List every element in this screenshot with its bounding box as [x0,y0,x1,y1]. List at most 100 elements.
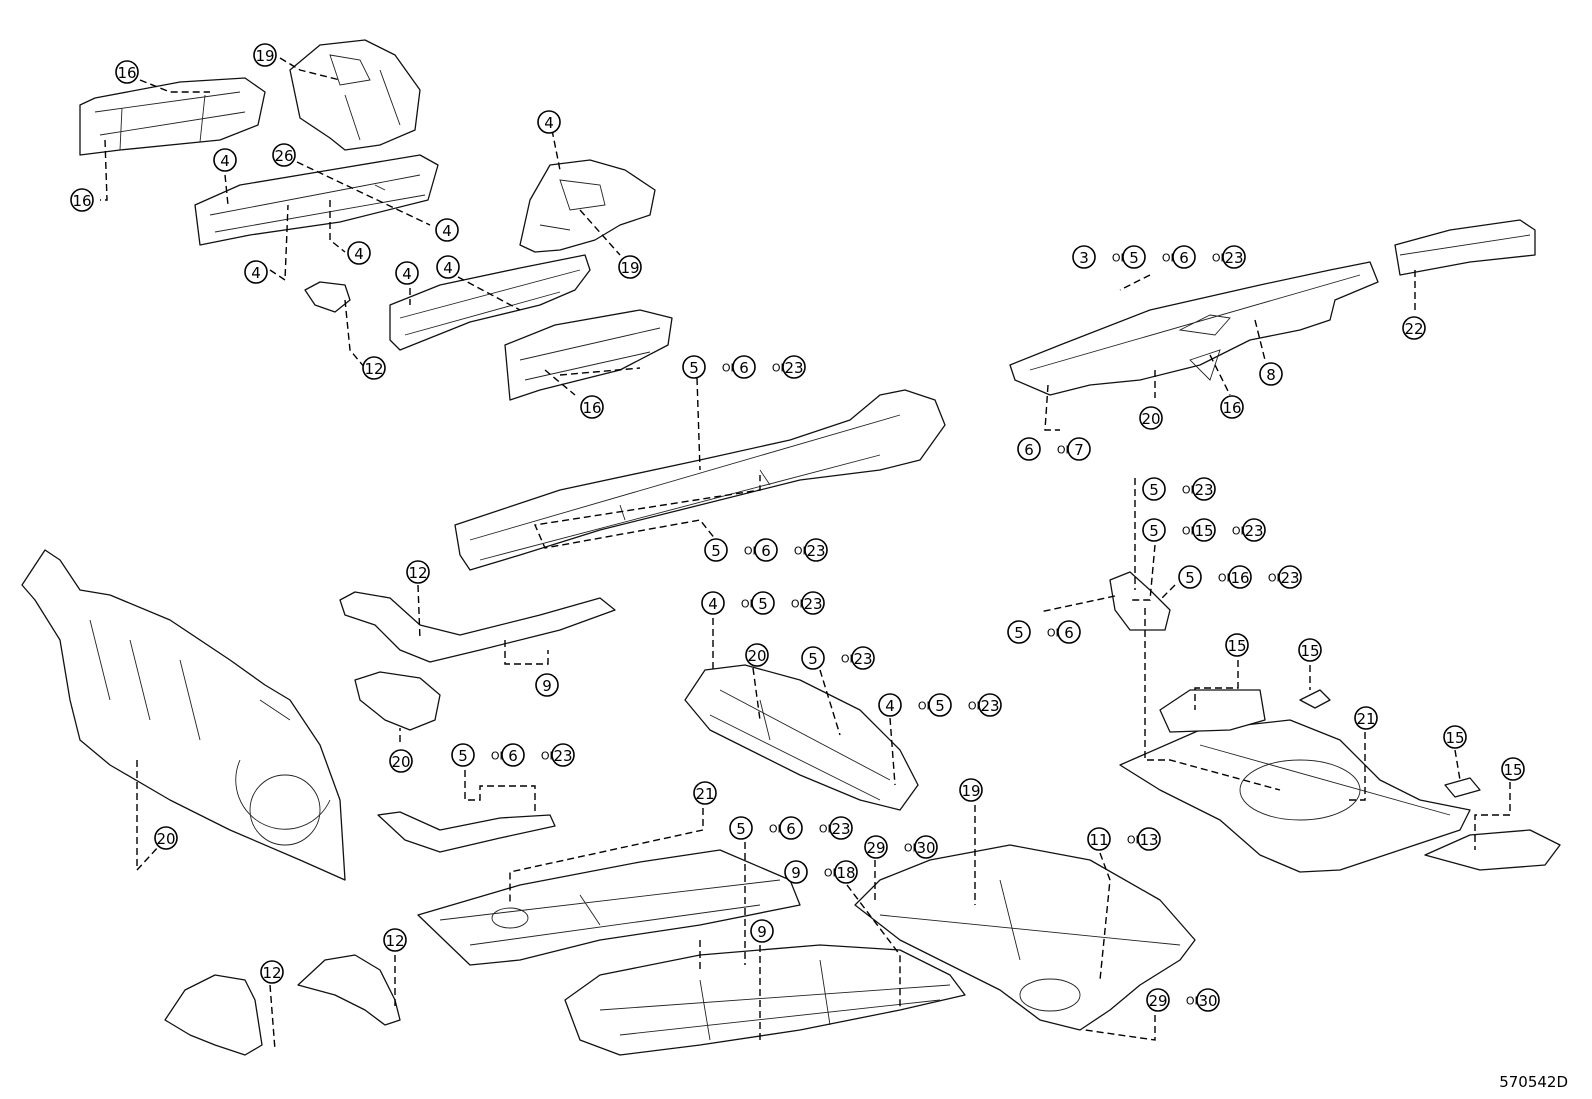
callout-circle [115,60,139,84]
part-number: 23 [980,697,999,715]
part-number: 6 [739,359,749,377]
callout-circle [272,143,296,167]
part-number: 16 [117,64,136,82]
callout-circle [1057,620,1081,644]
part-number: 4 [442,222,452,240]
part-number: 9 [791,864,801,882]
callout-4: 4 [213,148,237,172]
part-number: 13 [1139,831,1158,849]
callout-circle [618,255,642,279]
part-number: 5 [689,359,699,377]
callout-15: 15 [1225,633,1249,657]
part-number: 23 [803,595,822,613]
part-number: 16 [582,399,601,417]
part-number: 4 [708,595,718,613]
callout-circle [745,643,769,667]
part-number: 30 [916,839,935,857]
callout-circle [1225,633,1249,657]
side-sill-part [454,389,946,571]
callout-circle [1196,988,1220,1012]
part-number: 5 [711,542,721,560]
callout-circle [701,591,725,615]
callout-circle [253,43,277,67]
callout-circle [551,743,575,767]
center-floor-pan-part [564,944,966,1056]
callout-circle [537,110,561,134]
rear-bracket-part [1394,219,1536,276]
cowl-part [339,591,616,663]
part-number: 9 [757,923,767,941]
callout-circle [260,960,284,984]
callout-16: 16 [115,60,139,84]
callout-circle [782,355,806,379]
rocker-reinforcement-part [377,811,556,853]
part-number: 5 [1149,522,1159,540]
bracket-stack-part [1109,571,1171,631]
part-number: 3 [1079,249,1089,267]
part-number: 26 [274,147,293,165]
callout-circle [347,241,371,265]
rear-floor-side-member-part [1009,261,1379,396]
callout-circle [914,835,938,859]
callout-12: 12 [362,356,386,380]
part-number: 12 [408,564,427,582]
part-number: 6 [1024,441,1034,459]
part-number: 23 [1194,481,1213,499]
part-number: 29 [866,839,885,857]
callout-circle [1259,362,1283,386]
part-number: 5 [1129,249,1139,267]
part-number: 20 [747,647,766,665]
callout-circle [804,538,828,562]
apron-part [289,39,421,151]
callout-circle [1172,245,1196,269]
part-number: 9 [542,677,552,695]
callout-4: 4 [436,255,460,279]
callout-circle [1222,245,1246,269]
small-gusset-part-a [1159,689,1266,733]
part-number: 16 [1230,569,1249,587]
callout-circle [729,816,753,840]
callout-4: 4 [244,260,268,284]
part-number: 8 [1266,366,1276,384]
callout-4: 4 [347,241,371,265]
callout-circle [754,538,778,562]
callout-8: 8 [1259,362,1283,386]
callout-circle [501,743,525,767]
part-number: 11 [1089,831,1108,849]
callout-15: 15 [1298,638,1322,662]
part-number: 16 [72,192,91,210]
part-number: 23 [1244,522,1263,540]
part-number: 23 [1280,569,1299,587]
callout-circle [878,693,902,717]
callout-circle [1298,638,1322,662]
callout-circle [1142,518,1166,542]
callout-circle [1220,395,1244,419]
part-number: 18 [836,864,855,882]
front-member-upper-part [194,154,439,246]
part-number: 23 [831,820,850,838]
part-number: 5 [1014,624,1024,642]
callout-circle [732,355,756,379]
part-number: 5 [1185,569,1195,587]
callout-circle [801,646,825,670]
callout-19: 19 [618,255,642,279]
callout-20: 20 [389,749,413,773]
part-number: 4 [544,114,554,132]
part-number: 4 [402,265,412,283]
small-gusset-part-c [1444,777,1481,798]
reinforcement-panel-part [504,309,673,401]
front-floor-pan-part [417,849,801,966]
part-number: 21 [695,785,714,803]
callout-circle [362,356,386,380]
